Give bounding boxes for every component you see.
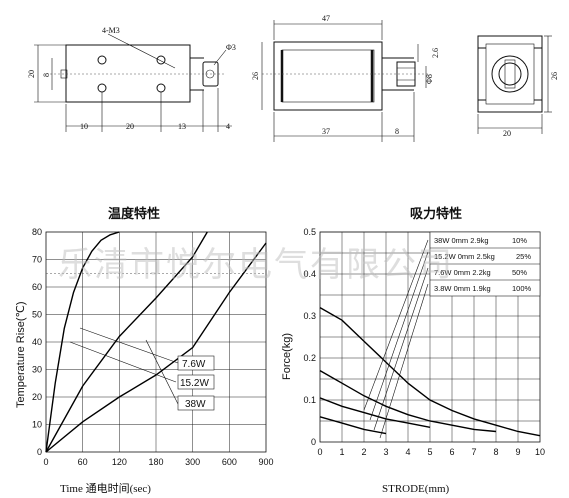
x-tick-label: 2 — [361, 447, 366, 457]
y-axis-label: Temperature Rise(℃) — [15, 302, 27, 409]
legend-item: 3.8W 0mm 1.9kg — [434, 284, 491, 293]
dim-label: 13 — [178, 122, 186, 131]
legend-duty: 50% — [512, 268, 527, 277]
legend-item: 15.2W 0mm 2.5kg — [434, 252, 495, 261]
dim-label: 4-M3 — [102, 26, 120, 35]
dim-label: 26 — [251, 72, 260, 80]
curve-15-2w — [45, 231, 208, 453]
y-tick-label: 0.4 — [303, 269, 316, 279]
end-view: 26 20 — [477, 35, 559, 138]
dim-label: Φ3 — [226, 43, 236, 52]
legend-pointer — [363, 239, 429, 411]
x-tick-label: 120 — [112, 457, 127, 467]
x-tick-label: 900 — [258, 457, 273, 467]
y-tick-label: 10 — [32, 420, 42, 430]
x-tick-label: 5 — [427, 447, 432, 457]
y-tick-label: 0.3 — [303, 311, 316, 321]
curve-7-6w — [45, 242, 267, 453]
legend-duty: 10% — [512, 236, 527, 245]
x-tick-label: 0 — [317, 447, 322, 457]
dim-label: 20 — [503, 129, 511, 138]
legend-pointer — [69, 341, 177, 383]
y-tick-label: 60 — [32, 282, 42, 292]
curve-7-6w — [319, 397, 431, 428]
curve-15-2w — [319, 369, 497, 433]
legend-pointer — [369, 251, 429, 421]
legend-pointer — [379, 283, 429, 439]
chart-title: 吸力特性 — [410, 206, 462, 221]
y-tick-label: 50 — [32, 310, 42, 320]
x-tick-label: 60 — [78, 457, 88, 467]
curve-38w — [45, 231, 120, 453]
legend: 38W 0mm 2.9kg 10% 15.2W 0mm 2.5kg 25% 7.… — [429, 231, 541, 297]
curves — [319, 306, 541, 437]
y-tick-label: 20 — [32, 392, 42, 402]
legend-item: 38W 0mm 2.9kg — [434, 236, 489, 245]
legend-item: 7.6W 0mm 2.2kg — [434, 268, 491, 277]
legend-item: 38W — [185, 399, 206, 410]
legend-duty: 25% — [516, 252, 531, 261]
y-ticks: 0 10 20 30 40 50 60 70 80 — [32, 227, 42, 457]
y-tick-label: 0.2 — [303, 353, 316, 363]
watermark: 乐清市悦尔电气有限公司 — [58, 246, 454, 284]
x-tick-label: 300 — [185, 457, 200, 467]
x-tick-label: 3 — [383, 447, 388, 457]
x-tick-label: 600 — [222, 457, 237, 467]
y-tick-label: 0.5 — [303, 227, 316, 237]
y-tick-label: 0 — [37, 447, 42, 457]
y-axis-label: Force(kg) — [281, 333, 293, 380]
curves — [45, 231, 267, 453]
side-view: 47 26 2.6 Φ8 37 8 — [251, 14, 440, 142]
x-ticks: 0 1 2 3 4 5 6 7 8 9 10 — [317, 447, 545, 457]
dim-label: Φ8 — [425, 74, 434, 84]
x-tick-label: 8 — [493, 447, 498, 457]
x-tick-label: 7 — [471, 447, 476, 457]
dim-label: 8 — [395, 127, 399, 136]
chart-title: 温度特性 — [108, 206, 160, 221]
curve-38w — [319, 306, 541, 437]
x-ticks: 0 60 120 180 300 600 900 — [43, 457, 273, 467]
technical-drawing: 4-M3 Φ3 20 8 10 20 13 4 — [27, 14, 559, 142]
legend: 7.6W 15.2W 38W — [177, 355, 215, 411]
dim-label: 37 — [322, 127, 330, 136]
y-tick-label: 30 — [32, 365, 42, 375]
dim-label: 20 — [126, 122, 134, 131]
x-tick-label: 4 — [405, 447, 410, 457]
y-ticks: 0 0.1 0.2 0.3 0.4 0.5 — [303, 227, 316, 447]
legend-item: 7.6W — [182, 359, 206, 370]
legend-item: 15.2W — [180, 378, 209, 389]
y-tick-label: 0 — [311, 437, 316, 447]
y-tick-label: 70 — [32, 255, 42, 265]
x-tick-label: 1 — [339, 447, 344, 457]
dim-label: 20 — [27, 70, 36, 78]
dim-label: 2.6 — [431, 48, 440, 58]
temperature-chart: 温度特性 Temperature Rise(℃) Time 通电时间(sec) … — [15, 206, 274, 495]
y-tick-label: 0.1 — [303, 395, 316, 405]
y-tick-label: 80 — [32, 227, 42, 237]
x-tick-label: 6 — [449, 447, 454, 457]
x-axis-label: STRODE(mm) — [382, 483, 450, 495]
x-axis-label: Time 通电时间(sec) — [60, 482, 151, 495]
dim-label: 4 — [226, 122, 230, 131]
legend-pointer — [373, 267, 429, 431]
x-tick-label: 10 — [535, 447, 545, 457]
y-tick-label: 40 — [32, 337, 42, 347]
dim-label: 8 — [42, 73, 51, 77]
legend-pointer — [79, 327, 179, 364]
force-chart: 吸力特性 Force(kg) STRODE(mm) 00.10.20.30.40… — [281, 206, 545, 495]
x-tick-label: 0 — [43, 457, 48, 467]
legend-duty: 100% — [512, 284, 532, 293]
curve-3-8w — [319, 416, 387, 435]
legend-pointer — [145, 339, 179, 405]
x-tick-label: 180 — [148, 457, 163, 467]
x-tick-label: 9 — [515, 447, 520, 457]
dim-label: 26 — [550, 72, 559, 80]
front-view: 4-M3 Φ3 20 8 10 20 13 4 — [27, 26, 236, 132]
dim-label: 47 — [322, 14, 330, 23]
dim-label: 10 — [80, 122, 88, 131]
